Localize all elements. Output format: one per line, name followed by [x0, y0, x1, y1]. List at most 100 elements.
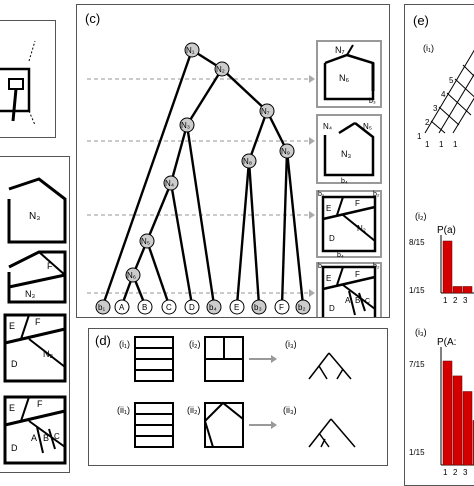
svg-text:2: 2	[453, 296, 458, 305]
svg-text:N₇: N₇	[335, 45, 345, 55]
inset-1: N₇ N₆ b₃	[316, 40, 382, 108]
node-n3: N₃	[179, 117, 195, 133]
panel-d: (d) (i₁) (i₂) (i₃) (ii₁)	[88, 328, 388, 466]
svg-text:1: 1	[443, 296, 448, 305]
inset-4: b₁ E F A B C D b₄ b₂	[316, 262, 382, 330]
svg-text:b₄: b₄	[209, 303, 217, 312]
svg-text:b₄: b₄	[337, 252, 344, 259]
svg-text:(ii₃): (ii₃)	[283, 405, 297, 415]
leaf-a: A	[114, 299, 130, 315]
svg-text:(i₁): (i₁)	[423, 43, 434, 53]
panel-c-tree: N₁ N₂ N₃ N₄ N₅ N₆ N₇ N₈ N₉ b₁ A B C D b₄…	[87, 40, 382, 330]
svg-text:E: E	[326, 274, 331, 283]
leaf-b3: b₃	[251, 299, 267, 315]
leaf-f: F	[274, 299, 290, 315]
dashed-arrows	[87, 78, 309, 294]
svg-text:1: 1	[425, 140, 430, 149]
d-ii1-box	[134, 402, 174, 448]
leaf-d: D	[184, 299, 200, 315]
svg-text:N₆: N₆	[127, 271, 136, 280]
leaf-c: C	[161, 299, 177, 315]
panel-d-diagrams: (i₁) (i₂) (i₃) (ii₁) (ii	[117, 336, 356, 448]
svg-text:F: F	[47, 261, 53, 271]
svg-text:F: F	[355, 199, 360, 208]
svg-text:F: F	[279, 303, 284, 312]
panel-e-label: (e)	[413, 13, 429, 28]
left-d1-label: N₃	[29, 211, 40, 222]
svg-text:A: A	[345, 296, 351, 305]
svg-text:N₂: N₂	[357, 224, 366, 233]
svg-text:2: 2	[425, 118, 430, 127]
svg-text:E: E	[9, 321, 15, 331]
svg-text:E: E	[234, 303, 239, 312]
svg-text:1/15: 1/15	[409, 286, 425, 295]
panel-c-label: (c)	[85, 11, 101, 26]
svg-text:C: C	[365, 298, 370, 305]
svg-text:N₄: N₄	[165, 179, 174, 188]
svg-text:D: D	[329, 304, 335, 313]
svg-text:N₇: N₇	[261, 107, 270, 116]
svg-text:F: F	[37, 399, 43, 409]
svg-text:b₂: b₂	[373, 263, 380, 270]
svg-text:N₉: N₉	[281, 147, 290, 156]
svg-text:8/15: 8/15	[409, 238, 425, 247]
svg-text:P(a): P(a)	[437, 225, 456, 236]
node-n9: N₉	[279, 143, 295, 159]
leaf-b2: b₂	[295, 299, 311, 315]
svg-text:b₃: b₃	[369, 98, 376, 105]
svg-text:E: E	[326, 204, 331, 213]
svg-text:(i₁): (i₁)	[119, 339, 130, 349]
bar-3	[462, 286, 473, 294]
svg-text:D: D	[11, 359, 18, 369]
d-i3-tree	[308, 352, 352, 380]
bar-1	[442, 240, 453, 294]
d-i1-box	[134, 336, 174, 382]
svg-text:1: 1	[443, 468, 448, 475]
svg-text:4: 4	[441, 90, 446, 99]
svg-text:A: A	[119, 303, 125, 312]
node-n6: N₆	[125, 267, 141, 283]
svg-text:b₂: b₂	[373, 191, 380, 198]
svg-text:b₄: b₄	[341, 178, 348, 185]
svg-text:(ii₂): (ii₂)	[187, 405, 201, 415]
svg-text:B: B	[355, 296, 360, 305]
svg-text:C: C	[54, 432, 60, 441]
panel-c: (c)	[76, 4, 390, 330]
svg-text:N₂: N₂	[216, 65, 225, 74]
svg-text:N₂: N₂	[43, 349, 53, 359]
bar-3	[462, 391, 473, 466]
top-left-partial-panel	[0, 20, 56, 138]
svg-text:b₃: b₃	[254, 303, 262, 312]
node-n5: N₅	[139, 233, 155, 249]
svg-text:N₃: N₃	[25, 289, 35, 299]
d-ii3-tree	[308, 418, 356, 448]
tree-edges	[101, 48, 305, 306]
node-n7: N₇	[259, 103, 275, 119]
e-lattice	[424, 49, 474, 134]
node-n2: N₂	[214, 61, 230, 77]
bar-2	[452, 375, 463, 466]
tree-internal-nodes: N₁ N₂ N₃ N₄ N₅ N₆ N₇ N₈ N₉	[125, 42, 295, 283]
svg-text:E: E	[9, 403, 15, 413]
top-left-sketch	[0, 40, 36, 126]
svg-text:F: F	[355, 270, 360, 279]
svg-text:D: D	[329, 234, 335, 243]
svg-text:(ii₁): (ii₁)	[117, 405, 130, 415]
svg-text:B: B	[142, 303, 147, 312]
bar-2	[452, 286, 463, 294]
svg-text:N₃: N₃	[341, 149, 351, 159]
leaf-b1: b₁	[95, 299, 111, 315]
svg-text:B: B	[43, 433, 49, 443]
svg-text:N₃: N₃	[181, 121, 190, 130]
d-ii2-box	[203, 401, 244, 448]
svg-text:b₁: b₁	[98, 303, 105, 312]
svg-text:3: 3	[463, 468, 468, 475]
bar-1	[442, 360, 453, 466]
svg-text:3: 3	[433, 104, 438, 113]
svg-text:2: 2	[453, 468, 458, 475]
svg-text:F: F	[35, 317, 41, 327]
left-column-diagrams: N₃ F N₃ E F N₂ D E	[3, 177, 67, 465]
inset-2: N₄ N₅ N₃ b₄	[316, 114, 382, 185]
svg-text:D: D	[189, 303, 195, 312]
svg-text:N₄: N₄	[323, 122, 332, 131]
